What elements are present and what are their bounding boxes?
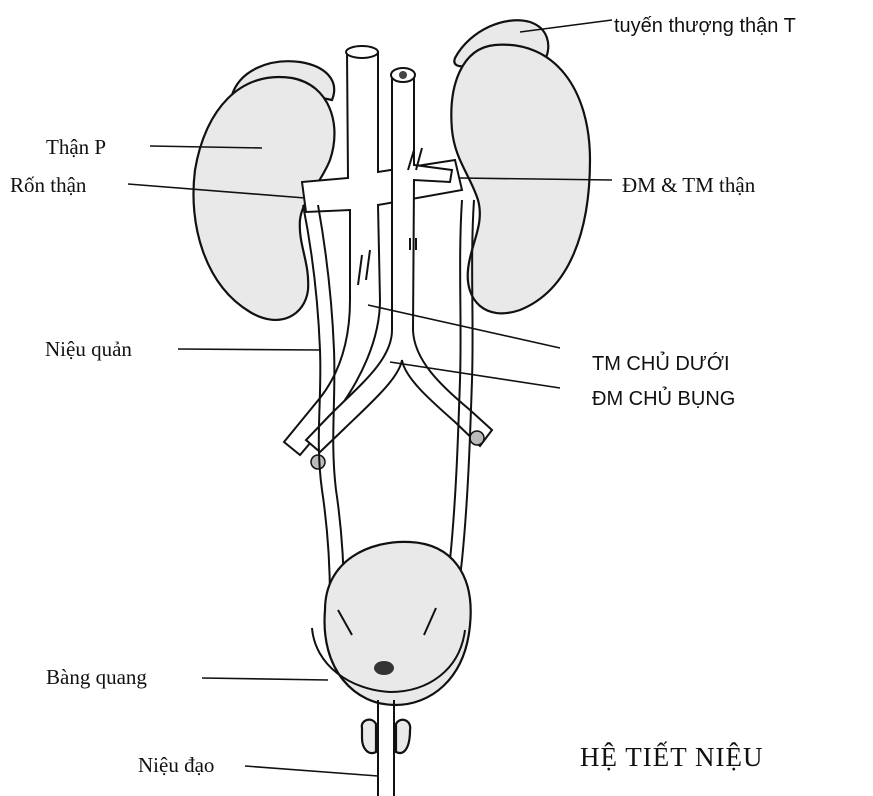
vena-cava-top-opening	[346, 46, 378, 58]
prostate-lobe-left	[396, 720, 410, 753]
label-abdominal-aorta: ĐM CHỦ BỤNG	[592, 386, 735, 410]
leader-bladder	[202, 678, 328, 680]
label-inferior-vena-cava: TM CHỦ DƯỚI	[592, 351, 730, 375]
leader-ureter	[178, 349, 320, 350]
label-kidney-right: Thận P	[46, 135, 106, 159]
leader-urethra	[245, 766, 378, 776]
diagram-title: HỆ TIẾT NIỆU	[580, 741, 763, 772]
iliac-end-right	[311, 455, 325, 469]
prostate-lobe-right	[362, 720, 376, 753]
label-ureter: Niệu quản	[45, 337, 132, 361]
label-renal-hilum: Rốn thận	[10, 173, 87, 197]
iliac-end-left	[470, 431, 484, 445]
label-urethra: Niệu đạo	[138, 753, 214, 777]
label-bladder: Bàng quang	[46, 665, 147, 689]
label-adrenal-left: tuyến thượng thận T	[614, 15, 796, 37]
label-renal-vessels: ĐM & TM thận	[622, 173, 756, 197]
urethra	[378, 700, 394, 796]
